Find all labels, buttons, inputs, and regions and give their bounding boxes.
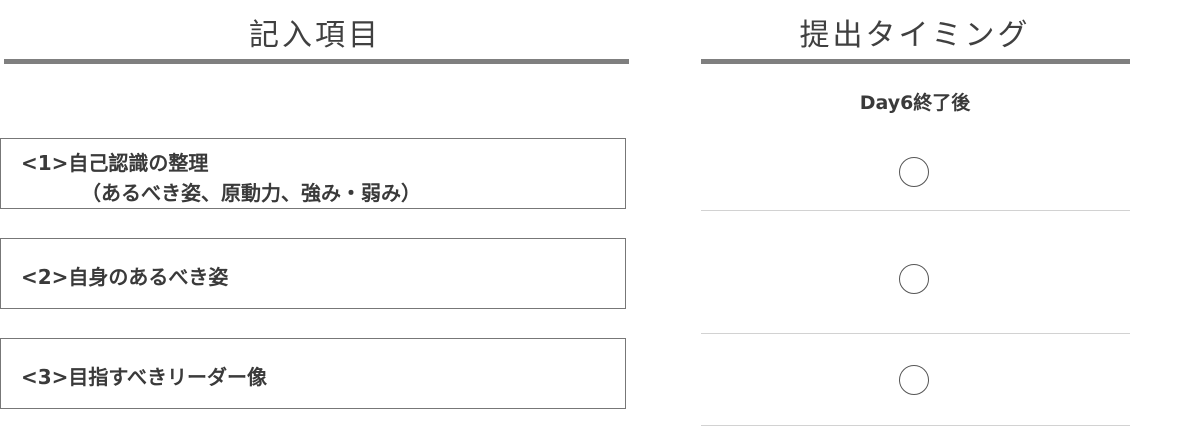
item-2-title: <2>自身のあるべき姿 bbox=[21, 265, 229, 289]
timing-column-header: 提出タイミング bbox=[799, 18, 1031, 53]
check-circle-icon-3 bbox=[899, 365, 929, 395]
items-header-divider bbox=[4, 59, 629, 64]
check-circle-icon-2 bbox=[899, 264, 929, 294]
timing-header-divider bbox=[701, 59, 1130, 64]
timing-label: Day6終了後 bbox=[859, 92, 971, 114]
item-1-subtitle: （あるべき姿、原動力、強み・弱み） bbox=[81, 181, 421, 205]
row-divider-2 bbox=[701, 333, 1130, 334]
item-box-2: <2>自身のあるべき姿 bbox=[0, 238, 626, 309]
row-divider-1 bbox=[701, 210, 1130, 211]
item-box-1: <1>自己認識の整理 （あるべき姿、原動力、強み・弱み） bbox=[0, 138, 626, 209]
check-circle-icon-1 bbox=[899, 157, 929, 187]
item-1-title: <1>自己認識の整理 bbox=[21, 151, 209, 175]
item-3-title: <3>目指すべきリーダー像 bbox=[21, 365, 268, 389]
item-box-3: <3>目指すべきリーダー像 bbox=[0, 338, 626, 409]
items-column-header: 記入項目 bbox=[249, 18, 381, 53]
